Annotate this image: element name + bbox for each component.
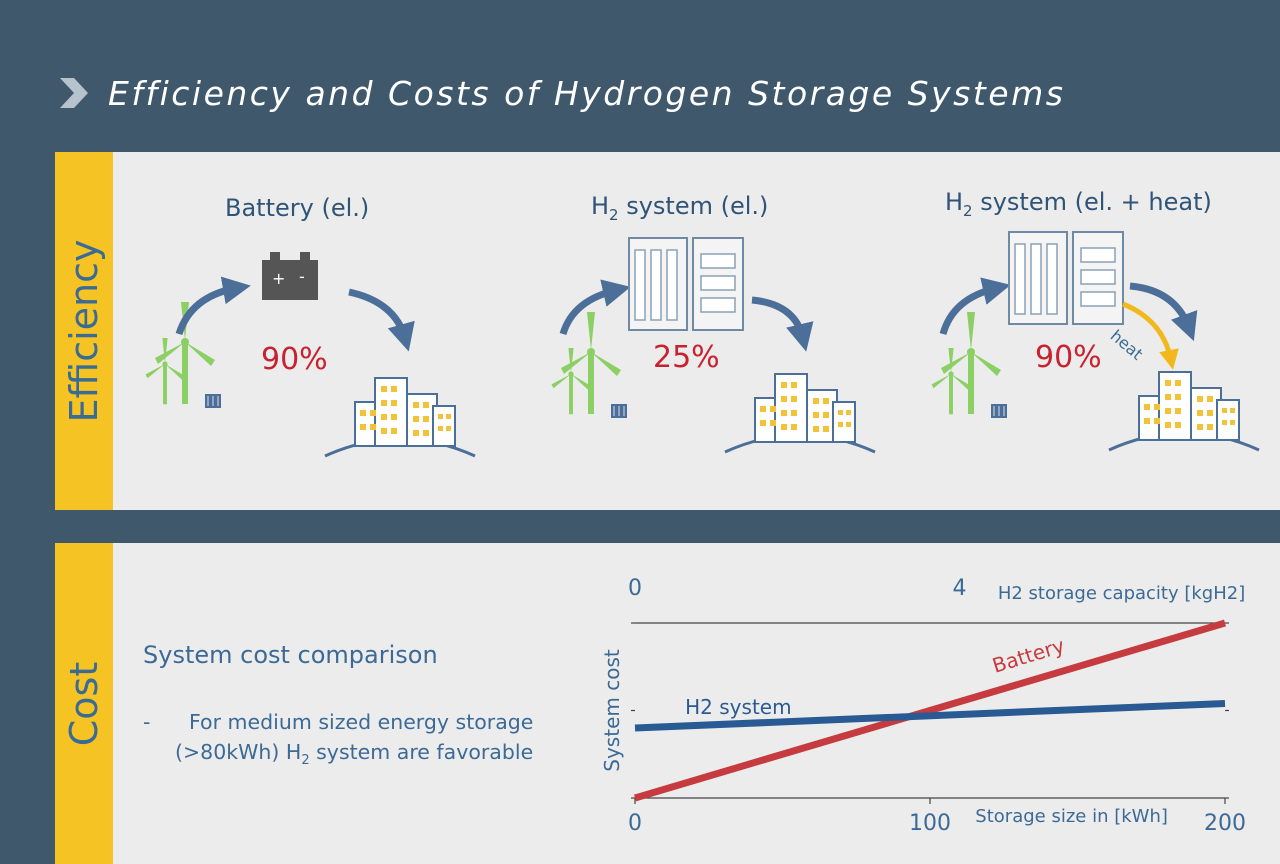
svg-text:-: -	[299, 267, 305, 286]
h2-system-heat-title: H2 system (el. + heat)	[945, 188, 1212, 220]
efficiency-sidebar: Efficiency	[55, 152, 113, 510]
chevron-right-icon	[60, 78, 88, 108]
x2-axis-label: H2 storage capacity [kgH2]	[998, 583, 1245, 604]
series-line-battery	[634, 619, 1226, 802]
city-icon	[723, 372, 877, 454]
efficiency-panel: Efficiency Battery (el.) H2 system (el.)…	[55, 152, 1280, 510]
bullet-line-2: (>80kWh) H2 system are favorable	[175, 740, 534, 769]
battery-title: Battery (el.)	[225, 194, 370, 222]
x2-tick-label: 4	[953, 576, 967, 601]
h2-system-el-title: H2 system (el.)	[591, 192, 769, 224]
city-icon	[1107, 370, 1261, 452]
x-tick-label: 0	[628, 811, 642, 836]
battery-icon: + -	[262, 252, 318, 300]
series-label-h2-system: H2 system	[685, 695, 791, 719]
h2-el-efficiency-value: 25%	[653, 340, 720, 375]
x-axis-label: Storage size in [kWh]	[975, 806, 1168, 827]
cost-heading: System cost comparison	[143, 641, 438, 669]
x2-tick-label: 0	[628, 576, 642, 601]
cost-sidebar: Cost	[55, 543, 113, 864]
title-bar: Efficiency and Costs of Hydrogen Storage…	[58, 68, 1065, 118]
h2-system-icon	[628, 237, 744, 331]
svg-text:+: +	[272, 269, 285, 288]
x-tick-label: 100	[909, 811, 951, 836]
bullet-line-1: For medium sized energy storage	[189, 710, 534, 734]
x-tick-label: 200	[1204, 811, 1246, 836]
city-icon	[323, 376, 477, 458]
cost-panel: Cost System cost comparison - For medium…	[55, 543, 1280, 864]
efficiency-illustrations: + -	[55, 231, 1261, 458]
page-title: Efficiency and Costs of Hydrogen Storage…	[108, 73, 1066, 113]
y-axis-label: System cost	[600, 649, 624, 772]
bullet-dash: -	[143, 710, 151, 734]
cost-label: Cost	[62, 661, 106, 746]
series-line-h2-system	[634, 700, 1226, 732]
h2-system-icon	[1008, 231, 1124, 325]
h2-heat-efficiency-value: 90%	[1035, 340, 1102, 375]
battery-efficiency-value: 90%	[261, 342, 328, 377]
